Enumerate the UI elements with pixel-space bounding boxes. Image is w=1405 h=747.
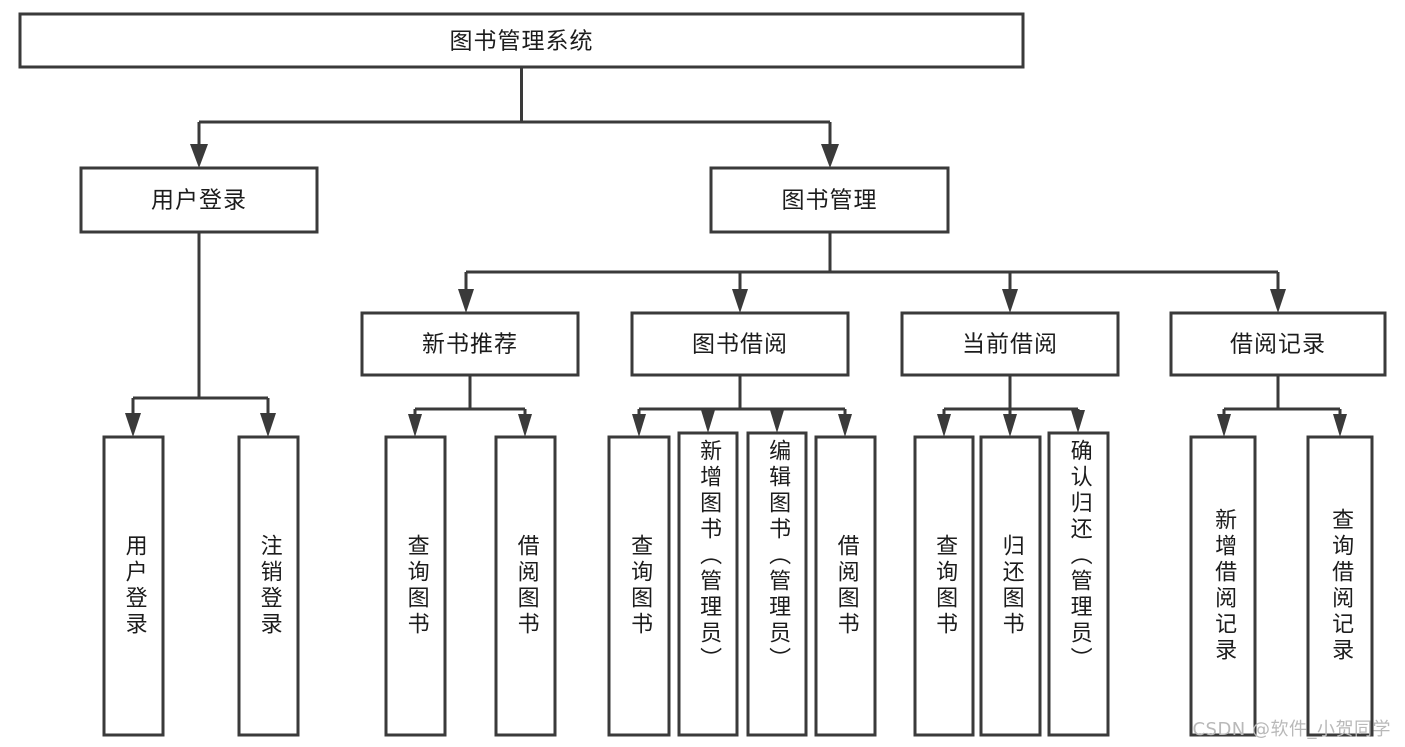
node-leaf-query-book-3-box[interactable] (913, 435, 975, 737)
arrow-current-to-leaf3 (1071, 410, 1085, 433)
arrow-bookmgmt-to-newbooks (458, 289, 474, 313)
node-newbooks-label: 新书推荐 (422, 332, 518, 358)
arrow-borrow-to-leaf2 (701, 410, 715, 433)
arrow-newbooks-to-leaf1 (408, 414, 422, 437)
node-borrow-box[interactable] (630, 311, 850, 377)
node-leaf-user-login-box[interactable] (102, 435, 165, 737)
node-leaf-logout-box[interactable] (237, 435, 300, 737)
node-leaf-return-book-box[interactable] (979, 435, 1042, 737)
node-root-label: 图书管理系统 (450, 29, 594, 55)
arrow-root-to-login (190, 144, 208, 168)
arrow-bookmgmt-to-borrow (732, 289, 748, 313)
node-root-box[interactable] (18, 12, 1025, 69)
node-leaf-query-book-1-box[interactable] (384, 435, 447, 737)
arrow-login-to-leaf2 (260, 413, 276, 437)
node-leaf-edit-book-box[interactable] (746, 431, 808, 737)
node-leaf-add-book-box[interactable] (677, 431, 739, 737)
node-leaf-query-book-2-box[interactable] (607, 435, 671, 737)
arrow-borrow-to-leaf3 (770, 410, 784, 433)
node-leaf-query-record-box[interactable] (1306, 435, 1374, 737)
node-leaf-borrow-book-1-box[interactable] (494, 435, 557, 737)
arrow-root-to-bookmgmt (821, 144, 839, 168)
arrow-current-to-leaf2 (1003, 414, 1017, 437)
node-bookmgmt-label: 图书管理 (782, 188, 878, 214)
nodes-group: 图书管理系统 用户登录 图书管理 新书推荐 图书借阅 当前借阅 借阅记录 (18, 12, 1387, 737)
node-current-box[interactable] (900, 311, 1120, 377)
arrow-borrow-to-leaf4 (838, 414, 852, 437)
arrow-borrow-to-leaf1 (632, 414, 646, 437)
arrow-current-to-leaf1 (937, 414, 951, 437)
edges-group (125, 67, 1347, 437)
node-leaf-add-record-box[interactable] (1189, 435, 1257, 737)
arrow-newbooks-to-leaf2 (518, 414, 532, 437)
node-bookmgmt-box[interactable] (709, 166, 950, 234)
node-login-box[interactable] (79, 166, 319, 234)
node-records-label: 借阅记录 (1230, 332, 1326, 358)
node-login-label: 用户登录 (151, 188, 247, 214)
node-borrow-label: 图书借阅 (692, 332, 788, 358)
arrow-bookmgmt-to-records (1270, 289, 1286, 313)
node-newbooks-box[interactable] (360, 311, 580, 377)
node-records-box[interactable] (1169, 311, 1387, 377)
arrow-bookmgmt-to-current (1002, 289, 1018, 313)
arrow-login-to-leaf1 (125, 413, 141, 437)
arrow-records-to-leaf2 (1333, 414, 1347, 437)
node-current-label: 当前借阅 (962, 332, 1058, 358)
node-leaf-borrow-book-2-box[interactable] (814, 435, 877, 737)
arrow-records-to-leaf1 (1217, 414, 1231, 437)
node-leaf-confirm-return-box[interactable] (1047, 431, 1110, 737)
